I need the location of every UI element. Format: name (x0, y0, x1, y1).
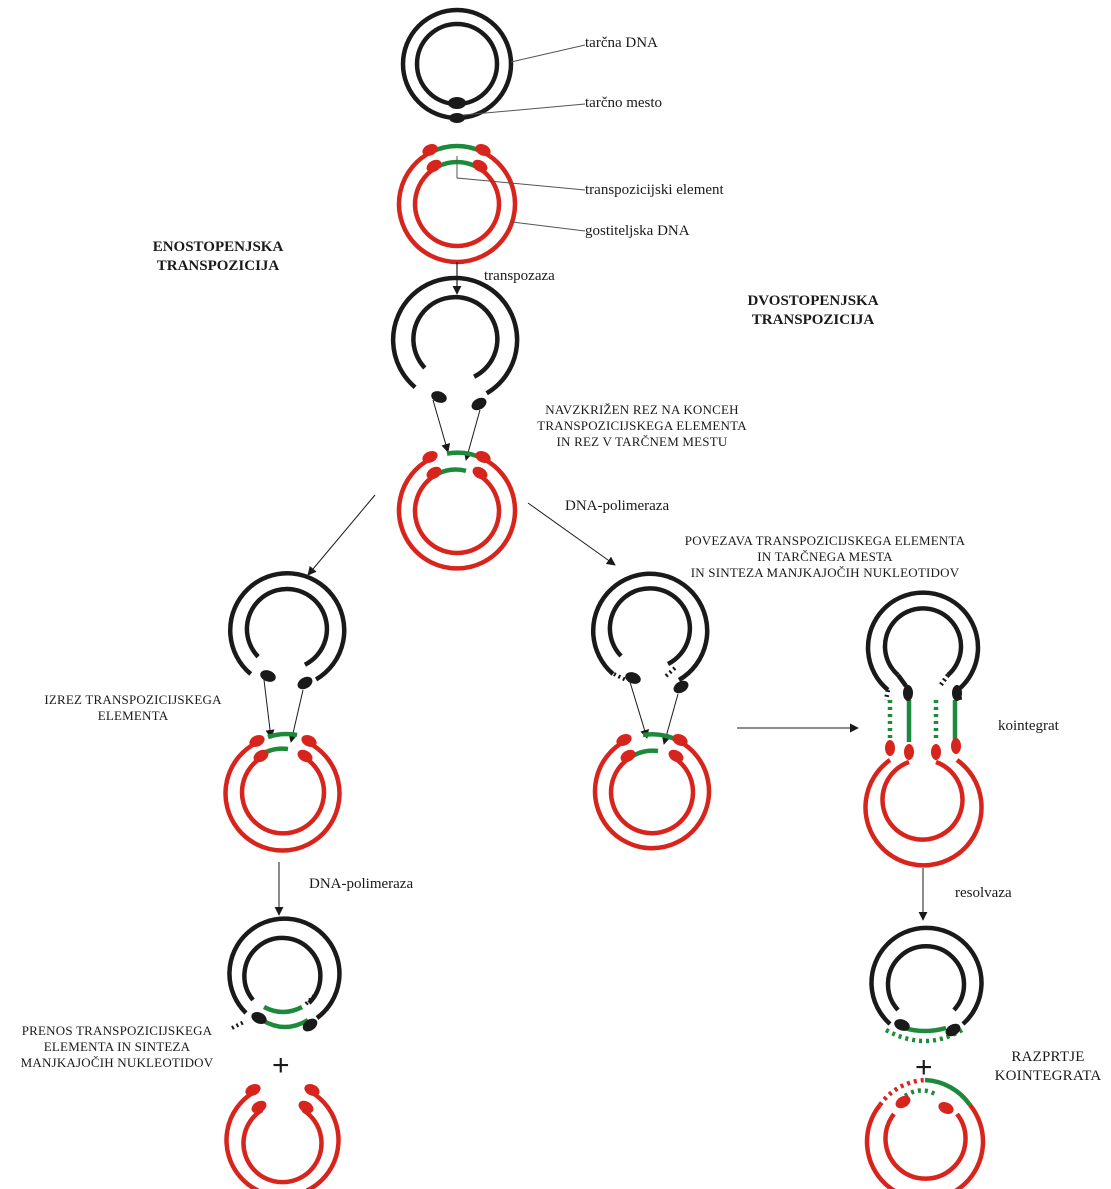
branch-arrow-left (307, 494, 376, 576)
element-pointer (456, 156, 586, 191)
caption-povezava: POVEZAVA TRANSPOZICIJSKEGA ELEMENTA IN T… (684, 533, 966, 580)
heading-dvostopenjska: DVOSTOPENJSKA TRANSPOZICIJA (747, 293, 879, 328)
inverted-repeats (422, 143, 491, 173)
label-gostiteljska-dna: gostiteljska DNA (585, 223, 690, 239)
label-tarcna-dna: tarčna DNA (585, 35, 658, 51)
target-site-pointer (462, 103, 586, 116)
caption-izrez: IZREZ TRANSPOZICIJSKEGA ELEMENTA (44, 692, 222, 723)
target-dna-pointer (510, 44, 586, 63)
target-site-marker (448, 97, 466, 109)
label-transpozaza: transpozaza (484, 268, 555, 284)
left-product-host (224, 1090, 341, 1189)
label-dna-polimeraza-center: DNA-polimeraza (565, 498, 670, 514)
label-tarcno-mesto: tarčno mesto (585, 95, 663, 111)
plus-sign-right: + (915, 1051, 933, 1084)
label-kointegrat: kointegrat (998, 718, 1059, 734)
cointegrate (863, 590, 984, 868)
resolved-host (864, 1077, 986, 1189)
caption-prenos: PRENOS TRANSPOZICIJSKEGA ELEMENTA IN SIN… (20, 1023, 214, 1070)
label-resolvaza: resolvaza (955, 885, 1012, 901)
caption-navzkrizen-rez: NAVZKRIŽEN REZ NA KONCEH TRANSPOZICIJSKE… (537, 402, 747, 449)
caption-razprtje: RAZPRTJE KOINTEGRATA (994, 1049, 1102, 1084)
label-dna-polimeraza-left: DNA-polimeraza (309, 876, 414, 892)
host-dna-pointer (511, 221, 586, 232)
branch-arrow-right (527, 502, 616, 566)
resolved-target (869, 925, 984, 1044)
center-cut-host (592, 732, 712, 851)
left-host-excision (223, 731, 342, 853)
left-cut-target (227, 571, 347, 682)
transposable-element-outer (430, 143, 484, 155)
label-transpozicijski-element: transpozicijski element (585, 182, 724, 198)
center-cut-target (590, 571, 710, 682)
cut-host-dna (396, 450, 518, 571)
cut-target-dna (390, 275, 520, 396)
plus-sign-left: + (272, 1049, 290, 1082)
left-product-target (227, 916, 342, 1030)
heading-enostopenjska: ENOSTOPENJSKA TRANSPOZICIJA (152, 239, 284, 274)
